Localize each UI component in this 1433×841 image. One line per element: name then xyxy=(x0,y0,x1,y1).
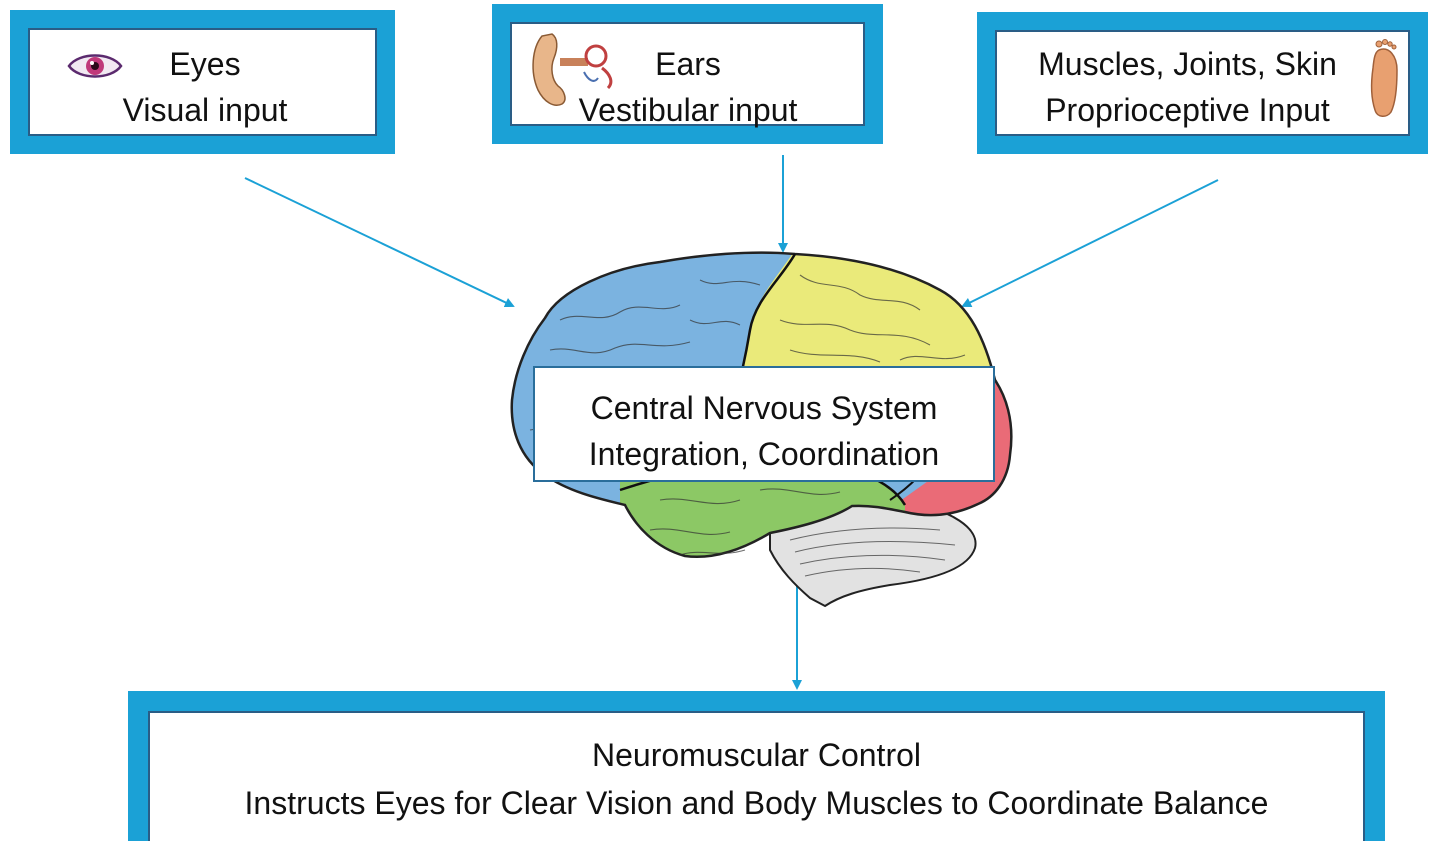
foot-icon xyxy=(1372,40,1397,117)
eye-icon xyxy=(69,56,121,77)
cns-title: Central Nervous System xyxy=(533,385,995,431)
cns-subtitle: Integration, Coordination xyxy=(533,431,995,477)
arrow-muscles-to-brain xyxy=(963,180,1218,306)
arrow-eyes-to-brain xyxy=(245,178,513,306)
ear-anatomy-icon xyxy=(533,34,611,105)
